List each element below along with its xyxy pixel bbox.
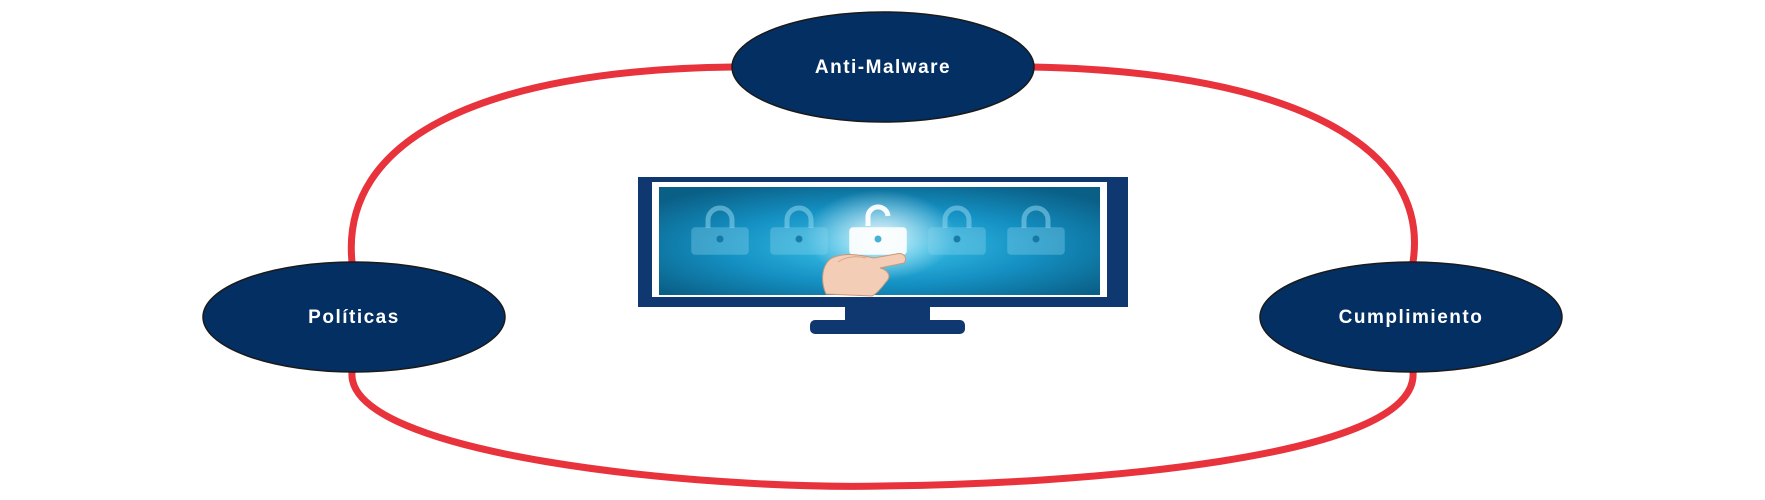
monitor-neck [845, 307, 930, 321]
monitor-base [810, 320, 965, 334]
node-label-cumplimiento: Cumplimiento [1339, 307, 1484, 328]
node-label-politicas: Políticas [308, 307, 400, 328]
padlock-icon [1007, 205, 1065, 255]
padlock-row [691, 204, 1065, 255]
node-cumplimiento: Cumplimiento [1259, 261, 1563, 373]
node-label-anti-malware: Anti-Malware [815, 57, 951, 78]
node-ellipse [202, 261, 506, 373]
connector-top-right [1031, 63, 1418, 263]
node-ellipse [731, 11, 1035, 123]
padlock-icon [928, 205, 986, 255]
connector-bottom [348, 371, 1417, 490]
padlock-unlocked-icon [849, 204, 907, 255]
connector-loop [347, 63, 1418, 490]
node-ellipse [1259, 261, 1563, 373]
monitor-illustration [638, 177, 1128, 334]
node-anti-malware: Anti-Malware [731, 11, 1035, 123]
node-politicas: Políticas [202, 261, 506, 373]
connector-top-left [347, 63, 734, 263]
padlock-icon [770, 205, 828, 255]
padlock-icon [691, 205, 749, 255]
pointing-hand-icon [822, 253, 907, 297]
